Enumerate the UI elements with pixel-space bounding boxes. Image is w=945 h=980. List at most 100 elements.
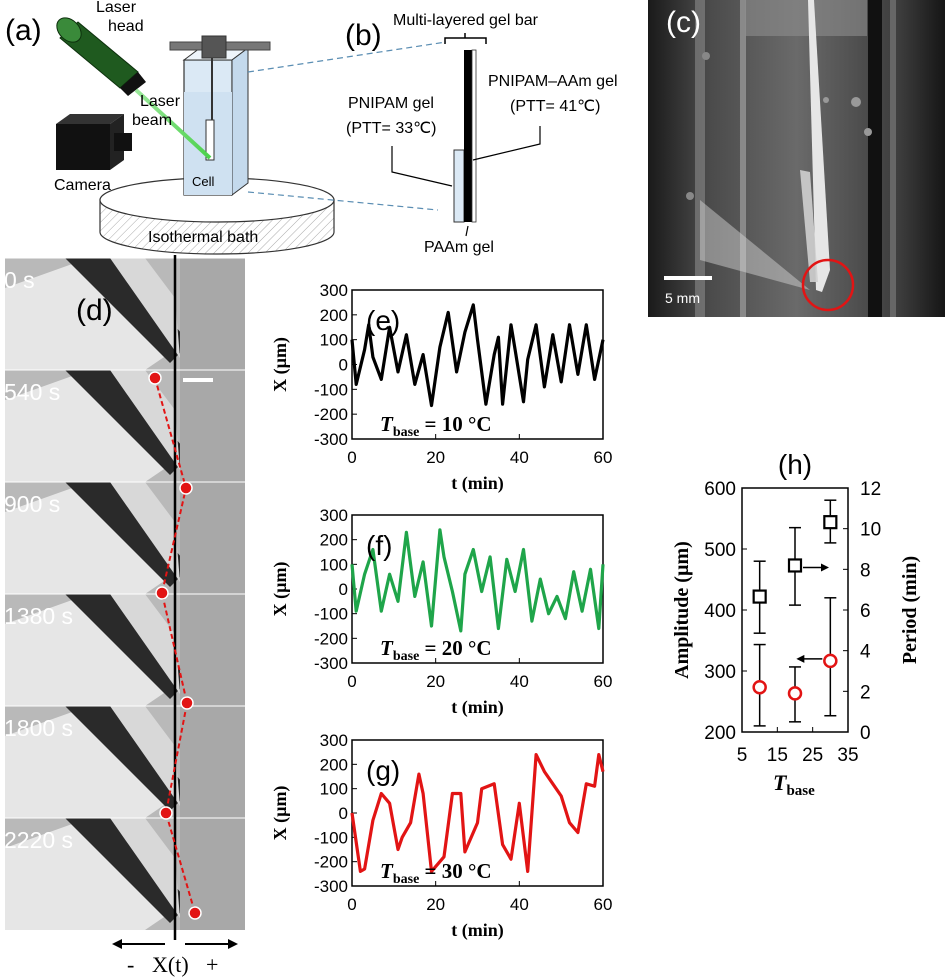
x-tick-label: 0 <box>347 448 356 467</box>
y-tick-label: 0 <box>339 356 348 375</box>
temperature-annotation: Tbase = 20 °C <box>380 636 492 664</box>
zoom-line-bottom <box>247 191 439 211</box>
gel-highlight <box>110 370 180 470</box>
y-tick-label: 300 <box>320 281 348 300</box>
pnipam-pointer <box>391 146 453 187</box>
x-tick-label: 60 <box>594 895 613 914</box>
x-tick-label: 40 <box>510 448 529 467</box>
y-tick-label: 0 <box>339 580 348 599</box>
panel-c-photo: 5 mm (c) <box>648 0 945 317</box>
y-tick-label: -200 <box>314 853 348 872</box>
time-label: 1380 s <box>4 603 73 629</box>
y-tick-label: -100 <box>314 380 348 399</box>
highlight-circle <box>801 258 855 312</box>
y-tick-label: 200 <box>320 306 348 325</box>
x-tick-label: 40 <box>510 672 529 691</box>
y-right-axis-label: Period (min) <box>899 556 921 664</box>
arrowhead <box>821 563 829 572</box>
y-tick-label: 0 <box>339 804 348 823</box>
y-right-tick-label: 4 <box>860 642 871 663</box>
y-left-axis-label: Amplitude (µm) <box>671 541 693 679</box>
y-axis-label: X (µm) <box>270 562 291 617</box>
x-tick-label: 20 <box>426 895 445 914</box>
pnipam-aam-label: PNIPAM–AAm gel (PTT= 41℃) <box>488 73 622 115</box>
position-marker <box>188 906 202 920</box>
position-marker <box>148 371 162 385</box>
axis-plus: + <box>206 952 218 977</box>
panel-label: (e) <box>366 305 400 336</box>
y-tick-label: 200 <box>320 755 348 774</box>
y-left-tick-label: 600 <box>704 479 736 500</box>
x-axis-arrows: - X(t) + <box>112 939 238 977</box>
gel-region-dark <box>65 818 190 923</box>
period-marker <box>752 680 767 695</box>
y-right-tick-label: 10 <box>860 520 881 541</box>
y-tick-label: -100 <box>314 605 348 624</box>
gel-highlight <box>110 594 180 694</box>
trajectory-line <box>154 377 196 914</box>
panel-label: (h) <box>778 449 812 480</box>
y-tick-label: 100 <box>320 780 348 799</box>
pnipam-aam-layer <box>464 50 472 222</box>
x-axis-label: t (min) <box>451 473 504 494</box>
cell-label: Cell <box>192 174 215 189</box>
y-tick-label: 200 <box>320 531 348 550</box>
amplitude-marker <box>823 515 838 530</box>
zoom-line-top <box>247 41 447 73</box>
time-frame: 2220 s <box>4 817 245 930</box>
laser-beam <box>134 88 212 160</box>
pnipam-layer <box>453 149 465 223</box>
gel-region-light <box>5 375 170 482</box>
period-marker <box>787 686 803 701</box>
gel-bar-bracket <box>444 33 487 44</box>
time-label: 1800 s <box>4 715 73 741</box>
panel-label: (f) <box>366 530 392 561</box>
panel-c-label: (c) <box>666 6 701 39</box>
time-label: 900 s <box>4 491 60 517</box>
position-marker <box>180 696 194 710</box>
gel-highlight <box>110 706 180 806</box>
y-left-tick-label: 500 <box>704 540 736 561</box>
time-frame: 0 s <box>4 257 245 370</box>
x-tick-label: 25 <box>802 745 823 766</box>
x-tick-label: 40 <box>510 895 529 914</box>
x-tick-label: 20 <box>426 448 445 467</box>
series-line <box>350 528 605 633</box>
gel-region-dark <box>65 370 190 475</box>
x-tick-label: 60 <box>594 672 613 691</box>
gel-highlight <box>110 482 180 582</box>
isothermal-bath: Isothermal bath <box>99 177 335 255</box>
laser-head-icon <box>56 17 146 96</box>
y-axis-label: X (µm) <box>270 337 291 392</box>
gel-highlight <box>110 818 180 918</box>
panel-b-label: (b) <box>345 19 382 52</box>
gel-region-light <box>5 823 170 930</box>
temperature-annotation: Tbase = 30 °C <box>380 859 492 887</box>
y-tick-label: 100 <box>320 331 348 350</box>
camera-label: Camera <box>54 177 111 194</box>
gel-region-dark <box>65 482 190 587</box>
y-tick-label: -300 <box>314 430 348 449</box>
time-label: 0 s <box>4 267 35 293</box>
y-tick-label: 300 <box>320 506 348 525</box>
x-axis-label: Tbase <box>773 770 815 799</box>
y-right-tick-label: 0 <box>860 723 871 744</box>
time-frame: 900 s <box>4 481 245 594</box>
time-label: 540 s <box>4 379 60 405</box>
position-marker <box>155 586 169 600</box>
time-frame: 1380 s <box>4 593 245 706</box>
panel-a: (a) Isothermal bath Cell Laser head <box>5 0 447 255</box>
y-right-tick-label: 2 <box>860 682 871 703</box>
cell: Cell <box>169 35 271 196</box>
frame-right-region <box>180 482 245 594</box>
y-left-tick-label: 400 <box>704 601 736 622</box>
gel-highlight <box>110 258 180 358</box>
y-tick-label: -300 <box>314 654 348 673</box>
gel-bar-title: Multi-layered gel bar <box>393 12 539 29</box>
x-axis-label: t (min) <box>451 697 504 718</box>
scale-bar-label: 5 mm <box>665 290 700 306</box>
